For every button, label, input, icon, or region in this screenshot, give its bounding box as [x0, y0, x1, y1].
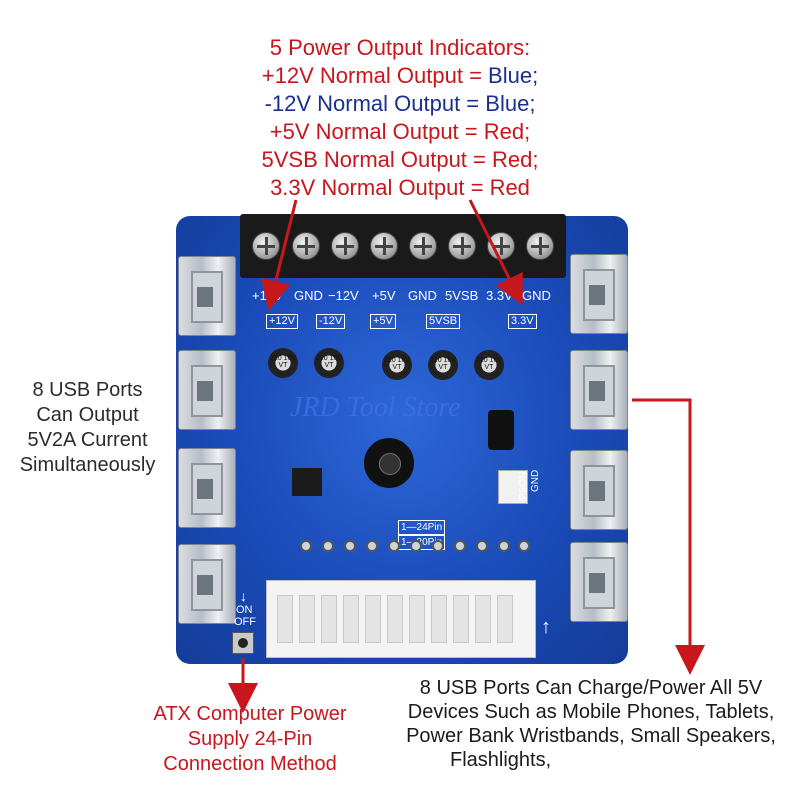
- bottom-right-line: Power Bank Wristbands, Small Speakers,: [406, 725, 776, 747]
- screw-icon: [526, 232, 554, 260]
- bottom-left-note: ATX Computer Power Supply 24-Pin Connect…: [130, 702, 370, 777]
- indicator-line-neg12v: -12V Normal Output = Blue;: [0, 90, 800, 118]
- buzzer-center: [379, 453, 401, 475]
- left-note-line: Can Output: [36, 404, 139, 426]
- indicator-line-text: 3.3V Normal Output =: [270, 175, 490, 200]
- screw-icon: [331, 232, 359, 260]
- bottom-right-note: 8 USB Ports Can Charge/Power All 5V Devi…: [388, 676, 794, 772]
- power-switch: [232, 632, 254, 654]
- capacitor: 220 16V VT: [428, 350, 458, 380]
- indicator-line-3v3: 3.3V Normal Output = Red: [0, 174, 800, 202]
- indicator-led-label: +5V: [370, 314, 396, 329]
- pin: [476, 540, 488, 552]
- pin: [388, 540, 400, 552]
- pin: [454, 540, 466, 552]
- indicator-line-5vsb: 5VSB Normal Output = Red;: [0, 146, 800, 174]
- left-note-line: 8 USB Ports: [32, 379, 143, 401]
- down-arrow-icon: ↓: [240, 588, 247, 604]
- usb-port-right-2: [570, 350, 628, 430]
- ir-receiver: [488, 410, 514, 450]
- indicator-line-value: Red;: [492, 147, 539, 172]
- indicator-line-12v: +12V Normal Output = Blue;: [0, 62, 800, 90]
- pin: [300, 540, 312, 552]
- bottom-right-line: Flashlights,: [450, 749, 552, 771]
- pin-label-24: 1—24Pin: [398, 520, 446, 535]
- left-note-line: 5V2A Current: [27, 429, 148, 451]
- indicator-line-value: Red: [489, 175, 530, 200]
- usb-port-left-4: [178, 544, 236, 624]
- bottom-right-line: 8 USB Ports Can Charge/Power All 5V: [419, 677, 763, 699]
- indicator-line-text: 5VSB Normal Output =: [261, 147, 492, 172]
- pin: [322, 540, 334, 552]
- usb-port-left-3: [178, 448, 236, 528]
- bottom-right-line: Devices Such as Mobile Phones, Tablets,: [407, 701, 775, 723]
- terminal-label: −12V: [328, 288, 359, 303]
- usb-port-left-2: [178, 350, 236, 430]
- usb-port-right-3: [570, 450, 628, 530]
- indicator-line-value: Blue;: [488, 63, 539, 88]
- atx-24pin-connector: [266, 580, 536, 658]
- pin: [498, 540, 510, 552]
- screw-icon: [409, 232, 437, 260]
- capacitor: 220 16V VT: [382, 350, 412, 380]
- pin: [518, 540, 530, 552]
- usb-port-right-4: [570, 542, 628, 622]
- arrow-usb-right: [632, 398, 705, 675]
- switch-label-on: ON: [236, 604, 253, 616]
- left-note: 8 USB Ports Can Output 5V2A Current Simu…: [0, 378, 175, 478]
- indicator-line-value: Blue;: [485, 91, 536, 116]
- indicator-line-text: +5V Normal Output =: [269, 119, 484, 144]
- screw-icon: [448, 232, 476, 260]
- bottom-left-line: Connection Method: [163, 753, 337, 775]
- indicator-line-text: +12V Normal Output =: [261, 63, 489, 88]
- terminal-label: 5VSB: [445, 288, 479, 303]
- white-connector: [498, 470, 528, 504]
- pin: [410, 540, 422, 552]
- pin: [344, 540, 356, 552]
- screw-icon: [370, 232, 398, 260]
- indicator-led-label: -12V: [316, 314, 346, 329]
- indicator-line-text: -12V Normal Output =: [264, 91, 486, 116]
- bottom-left-line: ATX Computer Power: [153, 703, 347, 725]
- indicator-led-label: +12V: [266, 314, 298, 329]
- up-arrow-icon: ↑: [541, 616, 551, 638]
- screw-icon: [252, 232, 280, 260]
- indicator-title: 5 Power Output Indicators:: [269, 35, 531, 60]
- indicator-line-5v: +5V Normal Output = Red;: [0, 118, 800, 146]
- indicator-line-value: Red;: [483, 119, 531, 144]
- ic-chip: [292, 468, 322, 496]
- terminal-label: GND: [408, 288, 437, 303]
- indicator-led-label: 3.3V: [508, 314, 537, 329]
- pin: [432, 540, 444, 552]
- pin: [366, 540, 378, 552]
- arrow-to-3v3: [468, 199, 523, 306]
- usb-port-right-1: [570, 254, 628, 334]
- indicator-led-label: 5VSB: [426, 314, 461, 329]
- arrow-to-12v: [261, 199, 298, 311]
- capacitor: 220 16V VT: [268, 348, 298, 378]
- capacitor: 220 16V VT: [314, 348, 344, 378]
- watermark: JRD Tool Store: [290, 392, 461, 423]
- screw-icon: [292, 232, 320, 260]
- left-note-line: Simultaneously: [19, 454, 156, 476]
- terminal-label: GND: [294, 288, 323, 303]
- terminal-label: +5V: [372, 288, 396, 303]
- usb-port-left-1: [178, 256, 236, 336]
- capacitor: 220 16V VT: [474, 350, 504, 380]
- bottom-left-line: Supply 24-Pin: [187, 728, 313, 750]
- switch-label-off: OFF: [234, 616, 256, 628]
- terminal-label: GND: [522, 288, 551, 303]
